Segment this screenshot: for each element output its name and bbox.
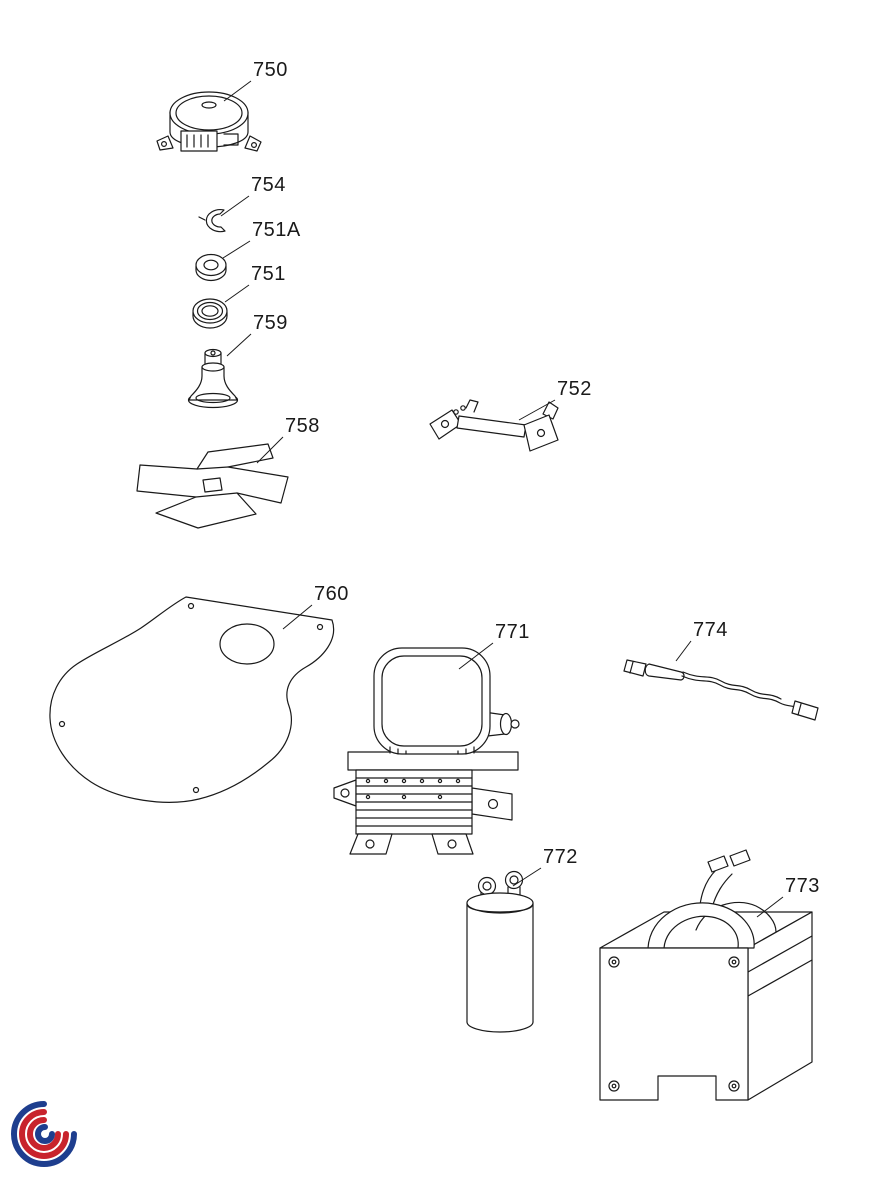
part-label-751A: 751A (252, 219, 301, 241)
part-drawing-transformer-773 (599, 849, 813, 1101)
part-label-772: 772 (543, 846, 578, 868)
part-drawing-coupler-759 (187, 348, 239, 409)
logo-inner-arc (27, 1117, 61, 1151)
part-drawing-wire-harness-774 (623, 659, 819, 721)
part-label-750: 750 (253, 59, 288, 81)
logo-outer-arc (11, 1101, 77, 1167)
part-leader-760 (282, 604, 313, 630)
part-label-773: 773 (785, 875, 820, 897)
part-drawing-ring-751 (192, 298, 228, 329)
part-drawing-magnetron-771 (333, 647, 520, 855)
part-drawing-clip-754 (198, 209, 226, 233)
part-drawing-washer-751A (195, 253, 227, 282)
part-drawing-motor-750 (156, 91, 262, 152)
logo-mid-arc (19, 1109, 69, 1159)
part-label-759: 759 (253, 312, 288, 334)
logo-core-arc (35, 1124, 55, 1144)
part-drawing-bracket-752 (429, 399, 559, 452)
part-label-754: 754 (251, 174, 286, 196)
part-leader-759 (226, 333, 252, 357)
part-label-758: 758 (285, 415, 320, 437)
part-drawing-capacitor-772 (466, 870, 534, 1033)
part-leader-754 (220, 195, 250, 217)
part-leader-772 (512, 867, 542, 887)
part-label-771: 771 (495, 621, 530, 643)
part-leader-751A (222, 240, 251, 259)
part-label-774: 774 (693, 619, 728, 641)
part-leader-752 (518, 399, 556, 421)
part-leader-774 (675, 640, 692, 662)
part-label-752: 752 (557, 378, 592, 400)
part-label-760: 760 (314, 583, 349, 605)
part-leader-771 (458, 642, 494, 670)
part-leader-758 (256, 436, 284, 464)
part-drawing-base-plate-760 (49, 596, 335, 803)
part-leader-751 (224, 284, 250, 303)
part-leader-750 (223, 80, 252, 102)
part-label-751: 751 (251, 263, 286, 285)
part-drawing-stirrer-758 (136, 443, 289, 529)
part-leader-773 (756, 896, 784, 918)
brand-logo (11, 1101, 77, 1167)
